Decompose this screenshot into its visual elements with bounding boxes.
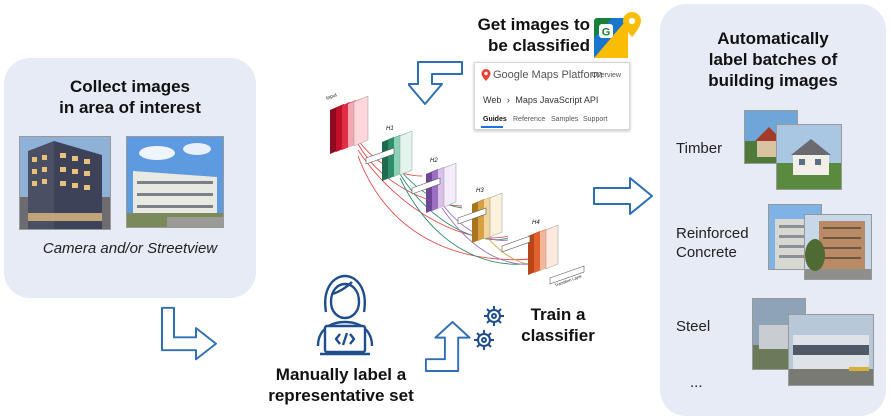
building-photo-1	[19, 136, 111, 230]
google-maps-icon: G	[592, 8, 644, 64]
manual-label-title: Manually label a representative set	[252, 364, 430, 406]
maps-platform-card: Google Maps Platform Overview Web › Maps…	[474, 62, 630, 130]
category-concrete-line2: Concrete	[676, 244, 737, 261]
arrow-get-to-network	[408, 60, 466, 106]
collect-title: Collect images in area of interest	[4, 76, 256, 118]
building-photo-2	[126, 136, 224, 228]
tab-guides[interactable]: Guides	[483, 116, 507, 123]
maps-pin-icon	[481, 69, 491, 81]
steel-photo-front	[788, 314, 874, 386]
category-timber: Timber	[676, 140, 723, 157]
category-more: ...	[690, 374, 703, 391]
auto-label-title: Automatically label batches of building …	[660, 28, 886, 91]
collect-caption: Camera and/or Streetview	[42, 240, 218, 257]
crumb-web[interactable]: Web	[483, 95, 502, 105]
collect-title-line2: in area of interest	[59, 98, 201, 117]
net-h3-label: H3	[476, 188, 484, 194]
get-images-line1: Get images to	[477, 15, 590, 34]
h4-block	[528, 224, 559, 275]
net-h4-label: H4	[532, 220, 540, 226]
net-h1-label: H1	[386, 126, 394, 132]
maps-overview-link[interactable]: Overview	[591, 72, 621, 79]
auto-label-line1: Automatically	[717, 29, 829, 48]
svg-text:G: G	[602, 27, 611, 39]
manual-label-line1: Manually label a	[275, 365, 407, 384]
tab-active-underline	[481, 126, 503, 128]
train-line1: Train a	[530, 305, 586, 324]
auto-label-line2: label batches of	[708, 50, 838, 69]
arrow-label-to-train	[418, 320, 476, 374]
category-steel: Steel	[676, 318, 711, 335]
arrow-network-to-auto	[592, 176, 654, 216]
train-classifier-title: Train a classifier	[508, 304, 608, 346]
input-block	[330, 96, 369, 154]
auto-label-line3: building images	[708, 71, 838, 90]
crumb-sep-icon: ›	[506, 95, 510, 105]
h1-block	[382, 130, 413, 181]
h3-block	[472, 192, 503, 243]
arrow-collect-to-label	[158, 306, 222, 362]
tab-samples[interactable]: Samples	[551, 116, 579, 123]
neural-network-diagram: Input H1 H2 H3 H4 Transition Layer	[322, 92, 586, 296]
concrete-photo-front	[804, 214, 872, 280]
net-h2-label: H2	[430, 158, 438, 164]
get-images-title: Get images to be classified	[462, 14, 590, 56]
maps-breadcrumb: Web › Maps JavaScript API	[483, 95, 598, 105]
timber-photo-front	[776, 124, 842, 190]
collect-title-line1: Collect images	[70, 77, 190, 96]
maps-brand: Google Maps Platform	[493, 69, 603, 81]
person-laptop-icon	[312, 268, 378, 358]
gears-icon	[470, 300, 514, 356]
tab-reference[interactable]: Reference	[513, 116, 546, 123]
manual-label-line2: representative set	[268, 386, 414, 405]
category-concrete: Reinforced Concrete	[676, 224, 749, 262]
crumb-maps-js-api[interactable]: Maps JavaScript API	[515, 95, 599, 105]
category-concrete-line1: Reinforced	[676, 225, 749, 242]
tab-support[interactable]: Support	[583, 116, 608, 123]
get-images-line2: be classified	[487, 36, 590, 55]
train-line2: classifier	[521, 326, 595, 345]
